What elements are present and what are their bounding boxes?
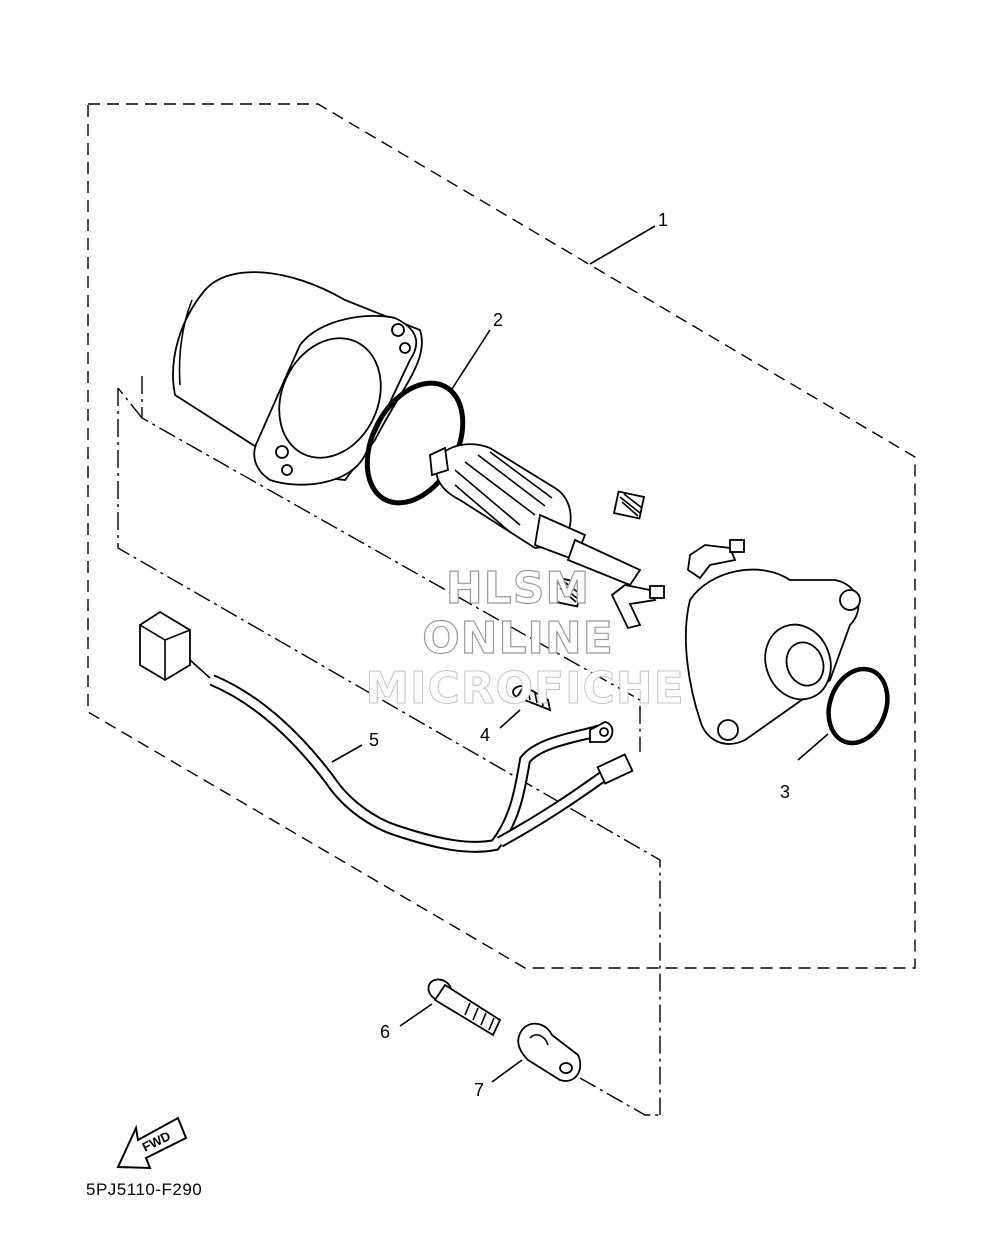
watermark-line-2: ONLINE xyxy=(422,612,614,664)
watermark-line-1: HLSM xyxy=(445,562,591,614)
bolt xyxy=(427,978,502,1037)
armature xyxy=(429,443,642,587)
o-ring-small xyxy=(826,666,890,746)
watermark-line-3: MICROFICHE xyxy=(365,663,685,715)
starter-motor-lead xyxy=(139,610,634,853)
starter-motor-yoke xyxy=(172,271,423,486)
diagram-code: 5PJ5110-F290 xyxy=(86,1180,203,1199)
callout-6: 6 xyxy=(380,1022,390,1042)
reference-lines xyxy=(117,376,661,1116)
callout-1: 1 xyxy=(658,210,668,230)
brushes xyxy=(610,539,745,630)
callout-7: 7 xyxy=(474,1080,484,1100)
callout-4: 4 xyxy=(480,725,490,745)
assembly-boundary xyxy=(87,103,916,969)
callout-3: 3 xyxy=(780,782,790,802)
leader-lines xyxy=(331,225,829,1083)
clamp xyxy=(517,1022,582,1082)
brush-springs xyxy=(550,490,646,608)
screw xyxy=(512,684,552,712)
callout-5: 5 xyxy=(369,730,379,750)
front-cover xyxy=(685,568,861,745)
fwd-arrow-icon: FWD xyxy=(116,1116,188,1170)
callout-2: 2 xyxy=(493,310,503,330)
